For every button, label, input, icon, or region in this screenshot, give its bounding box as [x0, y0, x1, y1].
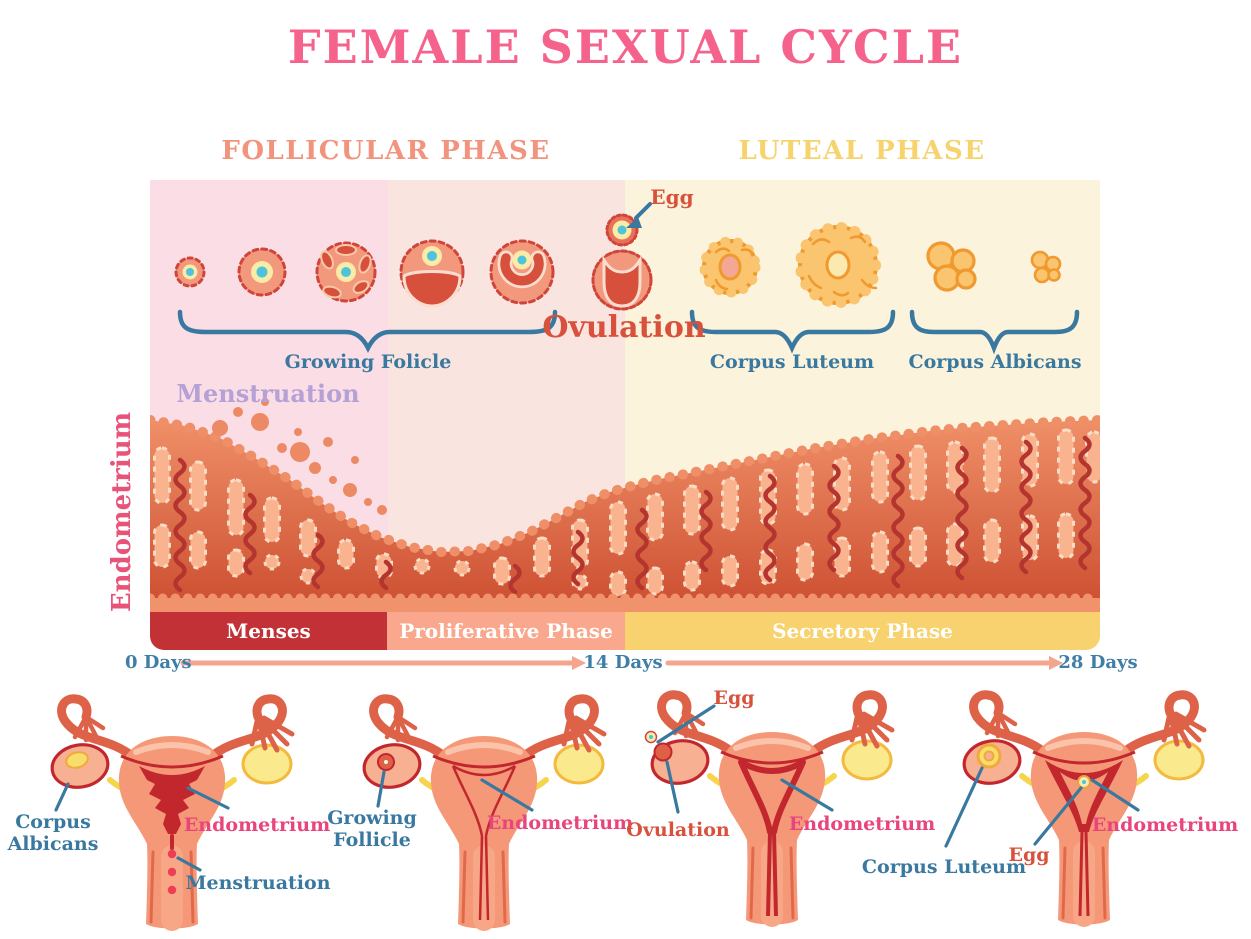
egg-arrow [626, 202, 652, 228]
proliferative-phase-bar: Proliferative Phase [387, 612, 625, 650]
uterus-menstruation [50, 694, 295, 931]
uterus2-growing-follicle-label: Growing Follicle [327, 807, 417, 851]
uterus1-menstruation-label: Menstruation [185, 872, 331, 894]
uterus3-ovulation-label: Ovulation [626, 819, 730, 841]
uterus-luteal [944, 690, 1207, 927]
timeline-arrows [180, 656, 1063, 670]
uterus4-egg-label: Egg [1008, 844, 1050, 866]
page-title: FEMALE SEXUAL CYCLE [287, 20, 964, 74]
corpus-luteum-stages [699, 222, 881, 308]
uterus1-endometrium-label: Endometrium [183, 814, 331, 836]
endometrium-axis-label: Endometrium [107, 411, 137, 613]
secretory-phase-bar: Secretory Phase [625, 612, 1100, 650]
follicular-phase-header: FOLLICULAR PHASE [221, 136, 551, 166]
corpus-albicans-stages [926, 241, 1062, 292]
tissue-glands-and-vessels [153, 398, 1100, 598]
braces [177, 309, 1080, 355]
ovulation-label: Ovulation [542, 310, 706, 345]
uterus3-egg-label: Egg [713, 687, 755, 709]
follicle-stages [174, 213, 653, 311]
uterus2-endometrium-label: Endometrium [486, 812, 634, 834]
timeline-day-14: 14 Days [583, 652, 663, 673]
menses-phase-bar: Menses [150, 612, 387, 650]
uterus4-endometrium-label: Endometrium [1091, 814, 1239, 836]
uterus1-corpus-albicans-label: Corpus Albicans [7, 811, 99, 855]
corpus-luteum-label: Corpus Luteum [709, 351, 875, 373]
menstruation-label: Menstruation [176, 379, 360, 408]
egg-label: Egg [650, 185, 694, 209]
luteal-phase-header: LUTEAL PHASE [738, 136, 986, 166]
uterus-ovulation [644, 690, 895, 927]
corpus-albicans-label: Corpus Albicans [908, 351, 1082, 373]
cycle-illustration [150, 202, 1100, 615]
uterus3-endometrium-label: Endometrium [788, 813, 936, 835]
timeline-day-28: 28 Days [1058, 652, 1138, 673]
growing-follicle-label: Growing Folicle [284, 351, 452, 373]
uterus-follicular [362, 694, 607, 931]
cycle-chart: Egg Ovulation Growing Folicle Corpus Lut… [150, 180, 1100, 650]
timeline-day-0: 0 Days [125, 652, 192, 673]
uterus4-corpus-luteum-label: Corpus Luteum [861, 856, 1027, 878]
